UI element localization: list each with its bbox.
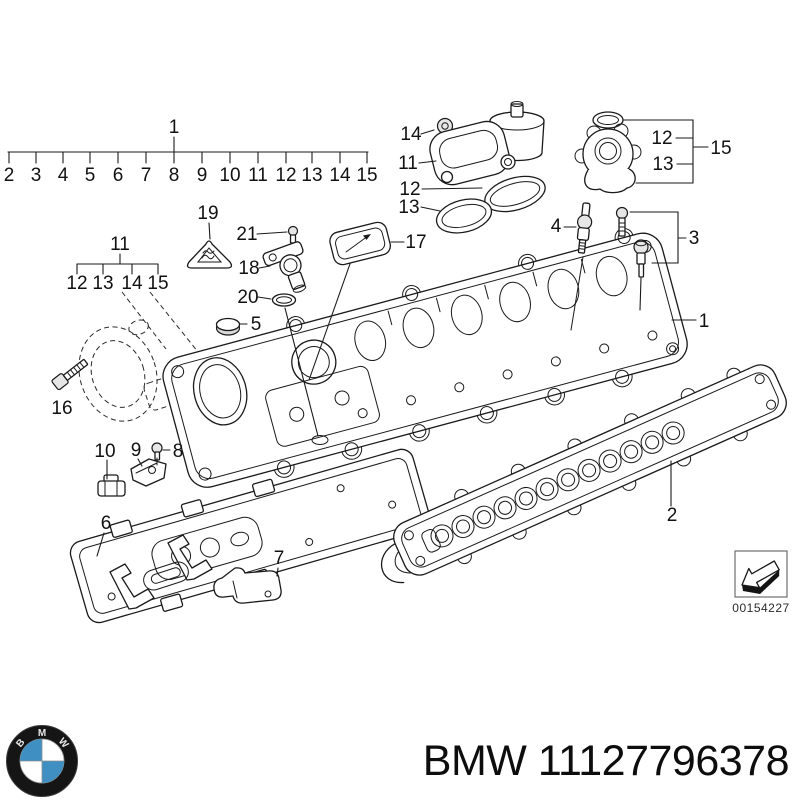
ruler-item: 7 xyxy=(141,165,152,186)
callout-label-13-left: 13 xyxy=(398,197,419,218)
callout-label-21: 21 xyxy=(236,224,257,245)
ruler-item: 2 xyxy=(4,165,15,186)
leader-sensor4-to-cover xyxy=(570,256,584,331)
callout-label-20: 20 xyxy=(237,287,258,308)
stamp-number: 00154227 xyxy=(732,601,789,615)
breather-gasket-13 xyxy=(435,198,493,234)
callout-label-15: 15 xyxy=(710,138,731,159)
o-ring-12-right xyxy=(592,111,624,129)
ruler-item: 15 xyxy=(356,165,377,186)
callout-label-13-right: 13 xyxy=(652,154,673,175)
callout-label-18: 18 xyxy=(238,258,259,279)
callout-label-1: 1 xyxy=(699,311,710,332)
roundel-quadrant-blue-tl xyxy=(20,739,42,761)
callout-label-3: 3 xyxy=(689,228,700,249)
gasket-drawing xyxy=(380,364,787,584)
direction-stamp: 00154227 xyxy=(732,550,789,615)
cap-17 xyxy=(329,221,391,266)
bolt-3b xyxy=(633,239,649,278)
ruler-item: 13 xyxy=(301,165,322,186)
ruler-item: 14 xyxy=(121,273,143,294)
callout-label-17: 17 xyxy=(405,232,426,253)
callout-label-6: 6 xyxy=(101,513,112,534)
ruler-item: 6 xyxy=(113,165,124,186)
o-ring-20 xyxy=(271,293,297,307)
ruler-item: 10 xyxy=(219,165,240,186)
callout-label-2: 2 xyxy=(667,505,678,526)
gasket-ring-chain xyxy=(430,421,685,548)
ruler-item: 14 xyxy=(329,165,351,186)
callout-label-11: 11 xyxy=(398,153,418,174)
ruler-item: 15 xyxy=(147,273,168,294)
callout-label-12-right: 12 xyxy=(651,128,672,149)
callout-label-1-top: 1 xyxy=(169,117,180,138)
breather-valve-unit xyxy=(429,101,545,186)
roundel-cross xyxy=(20,739,64,783)
plug-5 xyxy=(215,317,241,336)
callout-label-8: 8 xyxy=(173,441,184,462)
direction-arrow-icon xyxy=(741,560,780,589)
ruler-item: 8 xyxy=(169,165,180,186)
ruler-item: 9 xyxy=(197,165,208,186)
ruler-item: 4 xyxy=(58,165,69,186)
callout-label-7: 7 xyxy=(274,548,285,569)
clip-10 xyxy=(97,474,126,497)
roundel-quadrant-blue-br xyxy=(42,761,64,783)
part-number-title: BMW 11127796378 xyxy=(423,737,789,785)
ruler-item: 3 xyxy=(31,165,42,186)
ruler-top: 1 2 3 4 5 6 7 8 9 10 11 12 13 14 15 xyxy=(4,117,378,186)
callout-label-5: 5 xyxy=(251,314,262,335)
valve-cover-drawing xyxy=(162,228,688,488)
bolt-3a xyxy=(615,206,629,237)
warning-triangle-icon xyxy=(186,240,233,269)
logo-letter-m: M xyxy=(38,728,46,739)
bmw-logo: B M W xyxy=(6,725,78,797)
screw-21 xyxy=(287,225,299,244)
callout-label-9: 9 xyxy=(131,440,142,461)
leader-bolt3-to-cover xyxy=(639,277,642,311)
bracket-9 xyxy=(130,458,167,487)
screw-16 xyxy=(51,358,89,391)
callouts: 19 21 18 20 17 5 16 14 11 12 13 12 13 15… xyxy=(51,119,732,577)
callout-label-19: 19 xyxy=(197,203,218,224)
sensor-bore xyxy=(311,435,329,445)
leader-sensor-to-cover xyxy=(284,307,319,437)
screw-8 xyxy=(151,442,163,466)
callout-label-10: 10 xyxy=(94,441,115,462)
camshaft-sensor xyxy=(262,241,307,293)
ruler-item: 12 xyxy=(66,273,87,294)
retaining-clips-on-cover xyxy=(109,534,213,610)
callout-label-14: 14 xyxy=(400,124,422,145)
ruler-item: 13 xyxy=(92,273,113,294)
callout-label-12-left: 12 xyxy=(399,179,420,200)
callout-label-11-group: 11 xyxy=(110,234,130,255)
sensor-4 xyxy=(576,202,593,254)
oil-filler-cap xyxy=(574,123,642,194)
callout-label-16: 16 xyxy=(51,398,72,419)
callout-label-4: 4 xyxy=(551,216,562,237)
leader-cap-to-filler xyxy=(308,260,352,381)
ruler-item: 5 xyxy=(85,165,96,186)
ruler-item: 12 xyxy=(275,165,296,186)
bracket-7 xyxy=(213,567,282,604)
arrow-shadow xyxy=(742,569,780,594)
ruler-item: 11 xyxy=(248,165,268,186)
ruler-sub: 11 12 13 14 15 xyxy=(66,234,207,363)
